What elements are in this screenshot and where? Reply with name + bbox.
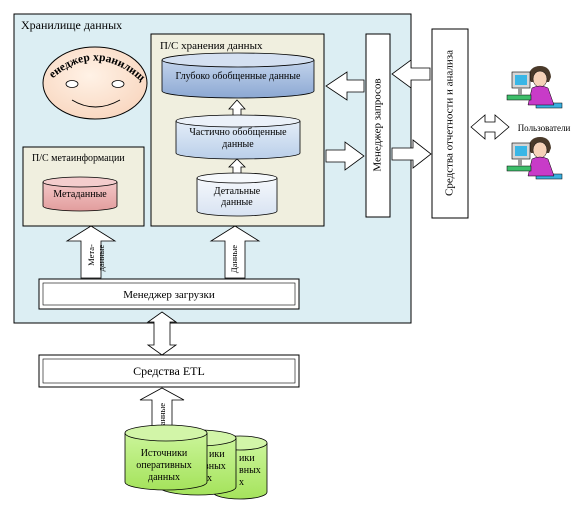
arrow-reporting-users	[470, 114, 510, 140]
users-label: Пользователи	[518, 123, 571, 133]
detail-data-label-2: данные	[221, 197, 253, 208]
partial-aggregated-cylinder	[175, 114, 301, 160]
meta-arrow-label-2: данные	[96, 244, 106, 271]
warehouse-title: Хранилище данных	[21, 18, 122, 32]
source-back-2-label-1: ики	[239, 453, 255, 464]
metadata-label: Метаданные	[53, 189, 107, 200]
arrow-data-up	[209, 225, 261, 279]
metadata-cylinder	[42, 176, 118, 212]
source-back-1-label-1: ики	[209, 449, 225, 460]
deep-aggregated-cylinder	[161, 52, 315, 99]
manager-right-eye	[111, 80, 125, 88]
etl-label: Средства ETL	[133, 364, 205, 378]
data-arrow-label: Данные	[229, 245, 239, 273]
manager-face-icon	[42, 46, 148, 120]
detail-data-label-1: Детальные	[214, 186, 261, 197]
arrow-query-to-storage	[325, 71, 365, 101]
query-manager-box	[365, 33, 391, 218]
etl-box	[38, 354, 300, 388]
arrow-metadata-up	[65, 225, 117, 279]
source-front-label-3: данных	[148, 472, 180, 483]
reporting-tools-box	[431, 28, 469, 219]
user-workstation-icon-top	[506, 66, 563, 109]
storage-subsystem-title: П/С хранения данных	[160, 40, 263, 52]
arrow-storage-to-query	[325, 141, 365, 171]
reporting-tools-label: Средства отчетности и анализа	[444, 50, 456, 196]
source-front-label-2: оперативных	[136, 460, 191, 471]
manager-smile	[71, 99, 121, 108]
manager-left-eye	[65, 80, 79, 88]
load-manager-box	[38, 278, 300, 310]
source-back-1-label-2: вных	[204, 461, 226, 472]
arrow-reporting-to-query	[391, 59, 431, 89]
etl-data-arrow-label: Данные	[157, 403, 167, 431]
query-manager-label: Менеджер запросов	[372, 78, 384, 171]
source-back-2-label-2: вных	[239, 465, 261, 476]
meta-arrow-label-1: Мета-	[86, 244, 96, 266]
load-manager-label: Менеджер загрузки	[123, 289, 215, 301]
arrow-query-to-reporting	[391, 139, 432, 169]
source-back-2-label-3: х	[239, 477, 244, 488]
source-cylinder-front	[124, 424, 208, 491]
deep-aggregated-label: Глубоко обобщенные данные	[176, 71, 301, 82]
user-workstation-icon-bottom	[506, 137, 563, 180]
source-front-label-1: Источники	[141, 448, 188, 459]
source-back-1-label-3: х	[207, 473, 212, 484]
partial-aggregated-label-2: данные	[222, 139, 254, 150]
partial-aggregated-label-1: Частично обобщенные	[189, 127, 287, 138]
meta-subsystem-title: П/С метаинформации	[32, 153, 125, 164]
detail-data-cylinder	[196, 172, 278, 217]
